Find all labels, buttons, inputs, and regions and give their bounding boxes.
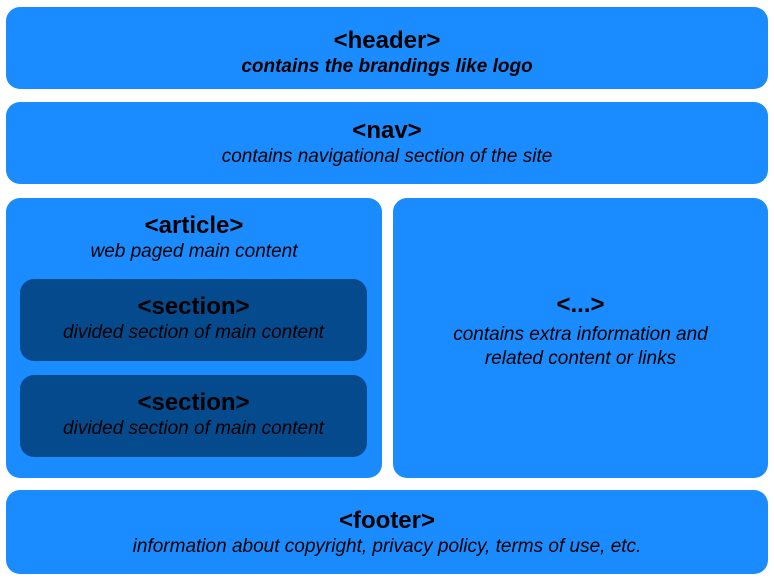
section-2-description: divided section of main content	[63, 418, 324, 439]
aside-block: <...> contains extra information and rel…	[393, 198, 768, 478]
aside-description-line-1: contains extra information and	[453, 324, 708, 345]
header-tag-label: <header>	[333, 27, 441, 54]
article-tag-label: <article>	[144, 212, 244, 239]
aside-description-line-2: related content or links	[484, 348, 677, 369]
footer-block: <footer> information about copyright, pr…	[6, 490, 768, 574]
section-block-2: <section> divided section of main conten…	[20, 375, 367, 457]
section-1-description: divided section of main content	[63, 322, 324, 343]
section-2-tag-label: <section>	[137, 389, 250, 416]
aside-tag-label: <...>	[556, 291, 605, 318]
section-block-1: <section> divided section of main conten…	[20, 279, 367, 361]
nav-block: <nav> contains navigational section of t…	[6, 102, 768, 184]
header-description: contains the brandings like logo	[241, 56, 533, 77]
footer-tag-label: <footer>	[338, 507, 436, 534]
nav-tag-label: <nav>	[352, 117, 422, 144]
nav-description: contains navigational section of the sit…	[221, 146, 553, 167]
article-description: web paged main content	[90, 241, 298, 262]
header-block: <header> contains the brandings like log…	[6, 7, 768, 89]
section-1-tag-label: <section>	[137, 293, 250, 320]
footer-description: information about copyright, privacy pol…	[132, 536, 642, 557]
